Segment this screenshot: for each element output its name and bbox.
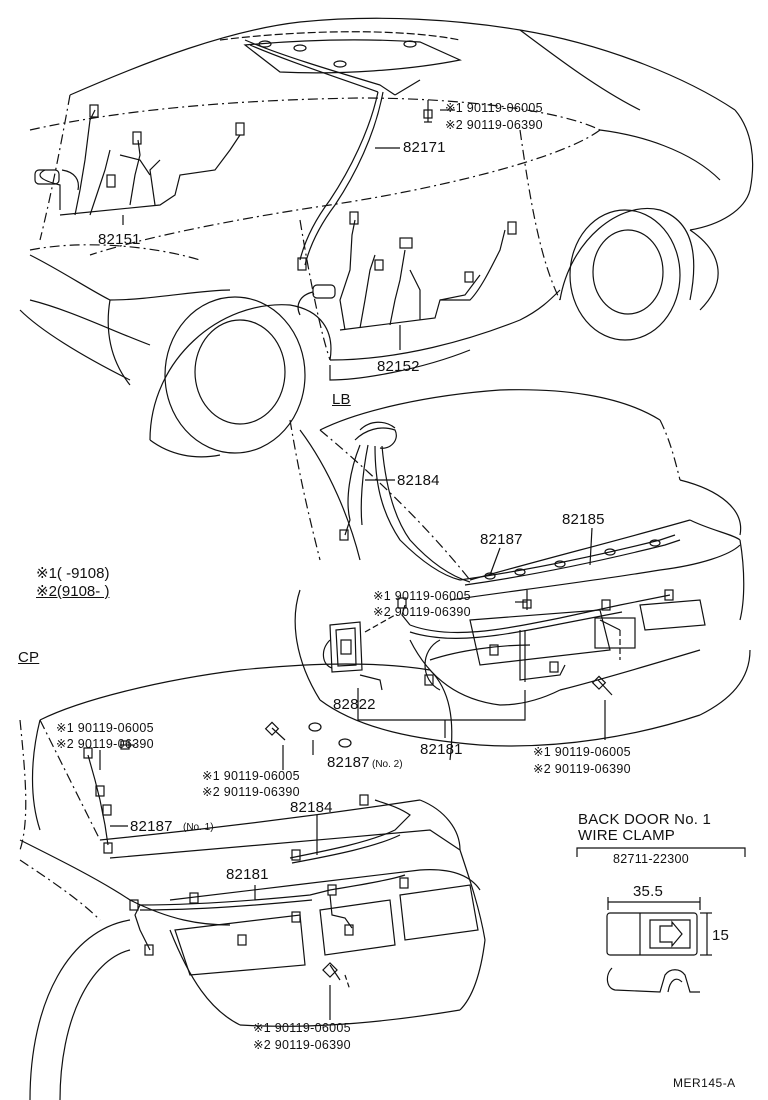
clamp-part-number: 82711-22300 [613, 852, 690, 866]
bolt-lb-low-2-label: ※2 90119-06390 [533, 762, 631, 776]
cp-car-body [19, 663, 486, 1100]
clamp-detail [576, 847, 746, 993]
part-82184-lb-label: 82184 [397, 472, 440, 489]
clamp-title-1: BACK DOOR No. 1 [578, 811, 712, 828]
part-82151-label: 82151 [98, 231, 141, 248]
bolt-lb-mid-1-label: ※1 90119-06005 [373, 589, 471, 603]
harness-82185 [459, 534, 681, 586]
harness-82187-no1 [83, 747, 113, 854]
legend-line-2: ※2(9108- ) [36, 583, 110, 600]
part-82152-label: 82152 [377, 358, 420, 375]
clamp-dim-width: 35.5 [633, 883, 663, 900]
note-no1-label: (No. 1) [183, 822, 214, 833]
bolt-top-2-label: ※2 90119-06390 [445, 118, 543, 132]
harness-82171 [244, 39, 421, 271]
part-82184-cp-label: 82184 [290, 799, 333, 816]
bolt-lb-mid-2-label: ※2 90119-06390 [373, 605, 471, 619]
bolt-cp-mid-2-label: ※2 90119-06390 [202, 785, 300, 799]
leader-82185 [589, 527, 593, 566]
bolt-cp-bot-2-label: ※2 90119-06390 [253, 1038, 351, 1052]
arrow-icon [659, 920, 683, 948]
harness-82187-no2 [308, 722, 352, 748]
bolt-top-icon [423, 100, 433, 123]
bolt-cp-left-1-label: ※1 90119-06005 [56, 721, 154, 735]
harness-82184-lb [339, 421, 471, 583]
bolt-cp-left-icon [120, 740, 135, 750]
leader-dash-cp [344, 974, 351, 991]
harness-82181-lb [397, 589, 674, 686]
reference-code: MER145-A [673, 1076, 736, 1090]
bolt-lb-low-icon [591, 675, 613, 696]
part-82185-label: 82185 [562, 511, 605, 528]
bolt-cp-mid-1-label: ※1 90119-06005 [202, 769, 300, 783]
clamp-title-2: WIRE CLAMP [578, 827, 676, 844]
part-82187-lb-label: 82187 [480, 531, 523, 548]
part-82822-label: 82822 [333, 696, 376, 713]
harness-82181-cp [129, 874, 409, 956]
lb-car-body [289, 389, 751, 747]
leader-82822 [357, 688, 526, 721]
bolt-cp-left-2-label: ※2 90119-06390 [56, 737, 154, 751]
bolt-lb-mid-icon [522, 590, 532, 610]
part-82181-cp-label: 82181 [226, 866, 269, 883]
section-cp-label: CP [18, 649, 40, 666]
part-82187-no1-label: 82187 [130, 818, 173, 835]
harness-82152 [297, 211, 517, 331]
harness-82184-cp [289, 794, 411, 864]
part-82171-label: 82171 [403, 139, 446, 156]
harness-82151 [34, 104, 245, 216]
bolt-cp-bot-1-label: ※1 90119-06005 [253, 1021, 351, 1035]
part-82187-no2-label: 82187 [327, 754, 370, 771]
clamp-dim-height: 15 [712, 927, 730, 944]
bolt-cp-mid-icon [264, 721, 286, 741]
legend-line-1: ※1( -9108) [36, 565, 110, 582]
bolt-cp-bot-icon [322, 962, 341, 981]
part-82181-lb-label: 82181 [420, 741, 463, 758]
leader-82187-lb [489, 547, 501, 576]
clamp-82822-icon [322, 621, 383, 691]
note-no2-label: (No. 2) [372, 759, 403, 770]
bolt-top-1-label: ※1 90119-06005 [445, 101, 543, 115]
section-lb-label: LB [332, 391, 351, 408]
bolt-lb-low-1-label: ※1 90119-06005 [533, 745, 631, 759]
leader-dash-lb [364, 614, 396, 633]
top-car-body [19, 17, 754, 458]
